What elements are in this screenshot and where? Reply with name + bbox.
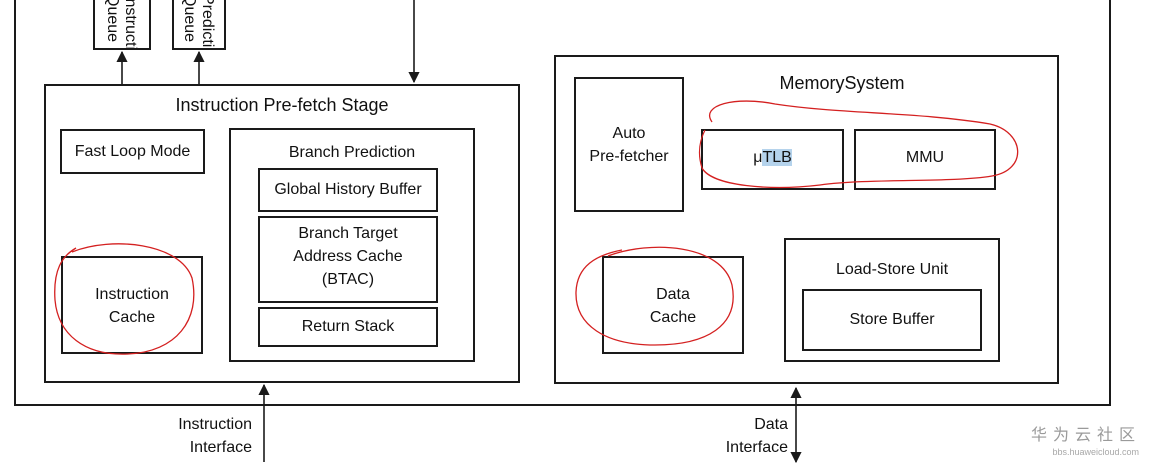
utlb-box [701,129,844,190]
annotation-circle-utlb-mmu [698,100,1019,189]
auto-prefetcher-box [574,77,684,212]
watermark-logo-text: 华为云社区 [1030,427,1141,444]
data-cache-box [602,256,744,354]
annotation-circle-instruction-cache [54,243,195,355]
instruction-prefetch-title: Instruction Pre-fetch Stage [175,95,389,115]
data-interface-label: Data Interface [725,416,788,456]
watermark-url: bbs.huaweicloud.com [1052,447,1139,457]
return-stack-label: Return Stack [301,318,395,335]
memory-system-title: MemorySystem [779,73,905,93]
annotation-circle-data-cache [575,246,734,346]
prediction-queue-box: Prediction Queue [172,0,226,50]
return-stack-box [258,307,438,347]
auto-prefetcher-label: Auto Pre-fetcher [589,125,669,165]
utlb-prefix: μ [753,149,763,166]
global-history-buffer-label: Global History Buffer [274,181,422,198]
fast-loop-mode-box [60,129,205,174]
utlb-highlighted-text: TLB [762,149,792,166]
data-cache-label: Data Cache [649,286,697,326]
global-history-buffer-box [258,168,438,212]
btac-box [258,216,438,303]
mmu-label: MMU [905,149,945,166]
store-buffer-label: Store Buffer [849,311,935,328]
instruction-queue-box: Instruction Queue [93,0,151,50]
btac-label: Branch Target Address Cache (BTAC) [293,225,403,288]
fast-loop-mode-label: Fast Loop Mode [74,143,191,160]
instruction-interface-label: Instruction Interface [178,416,252,456]
load-store-unit-title: Load-Store Unit [835,261,949,278]
branch-prediction-title: Branch Prediction [288,144,416,161]
instruction-cache-box [61,256,203,354]
instruction-cache-label: Instruction Cache [95,286,169,326]
store-buffer-box [802,289,982,351]
utlb-label: μTLB [701,146,844,169]
